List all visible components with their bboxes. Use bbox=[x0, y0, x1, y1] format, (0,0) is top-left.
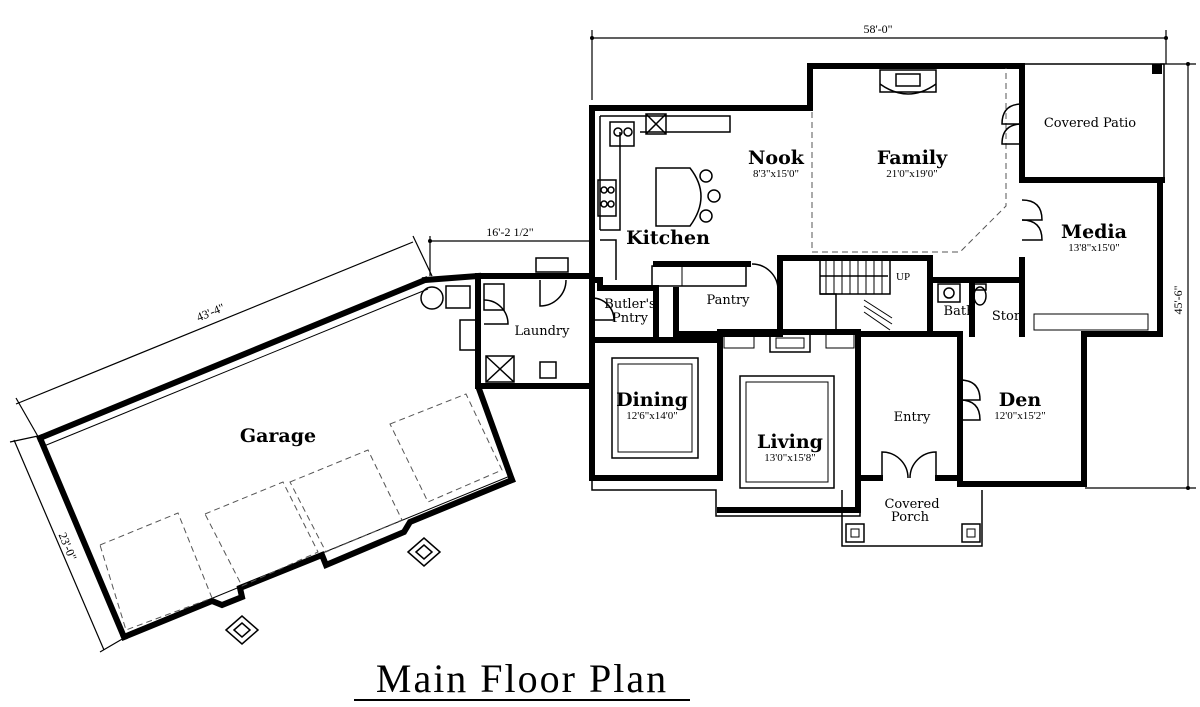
garage-column-left bbox=[224, 615, 260, 645]
butlers-pantry-label-line1: Butler's bbox=[604, 297, 655, 312]
butlers-pantry-label-line2: Pntry bbox=[612, 311, 649, 326]
living-size: 13'0"x15'8" bbox=[764, 452, 815, 464]
family-size: 21'0"x19'0" bbox=[886, 168, 937, 180]
interior-details bbox=[483, 68, 1149, 547]
family-label: Family bbox=[877, 147, 948, 169]
kitchen-label: Kitchen bbox=[626, 227, 710, 249]
porch-column-right bbox=[961, 523, 981, 543]
dimension-lines bbox=[9, 30, 1196, 653]
media-label: Media bbox=[1061, 221, 1127, 243]
nook-label: Nook bbox=[748, 147, 805, 169]
laundry-label: Laundry bbox=[514, 324, 570, 339]
den-size: 12'0"x15'2" bbox=[994, 410, 1045, 422]
stair-up-label: UP bbox=[896, 271, 910, 283]
overall-width-label: 58'-0" bbox=[863, 22, 892, 36]
plan-title: Main Floor Plan bbox=[354, 656, 690, 701]
house-walls bbox=[475, 63, 1165, 513]
garage-label: Garage bbox=[240, 425, 316, 447]
dining-size: 12'6"x14'0" bbox=[626, 410, 677, 422]
room-labels: Garage Laundry Kitchen Nook 8'3"x15'0" F… bbox=[240, 116, 1136, 525]
garage-column-right bbox=[406, 537, 442, 567]
stairs bbox=[819, 259, 893, 331]
garage-structure bbox=[36, 272, 516, 645]
entry-label: Entry bbox=[894, 410, 931, 425]
storage-label: Stor bbox=[992, 309, 1021, 324]
plan-title-text: Main Floor Plan bbox=[376, 656, 668, 701]
bath-label: Bath bbox=[944, 304, 976, 319]
porch-column-left bbox=[845, 523, 865, 543]
overall-depth-label: 45'-6" bbox=[1171, 285, 1185, 314]
den-label: Den bbox=[999, 389, 1042, 411]
covered-porch-label-line1: Covered bbox=[884, 497, 939, 512]
covered-patio-label: Covered Patio bbox=[1044, 116, 1136, 131]
dining-label: Dining bbox=[616, 389, 688, 411]
garage-offset-label: 16'-2 1/2" bbox=[486, 225, 533, 239]
media-size: 13'8"x15'0" bbox=[1068, 242, 1119, 254]
nook-size: 8'3"x15'0" bbox=[753, 168, 799, 180]
covered-porch-label-line2: Porch bbox=[891, 510, 930, 525]
living-label: Living bbox=[757, 431, 823, 453]
pantry-label: Pantry bbox=[706, 293, 750, 308]
